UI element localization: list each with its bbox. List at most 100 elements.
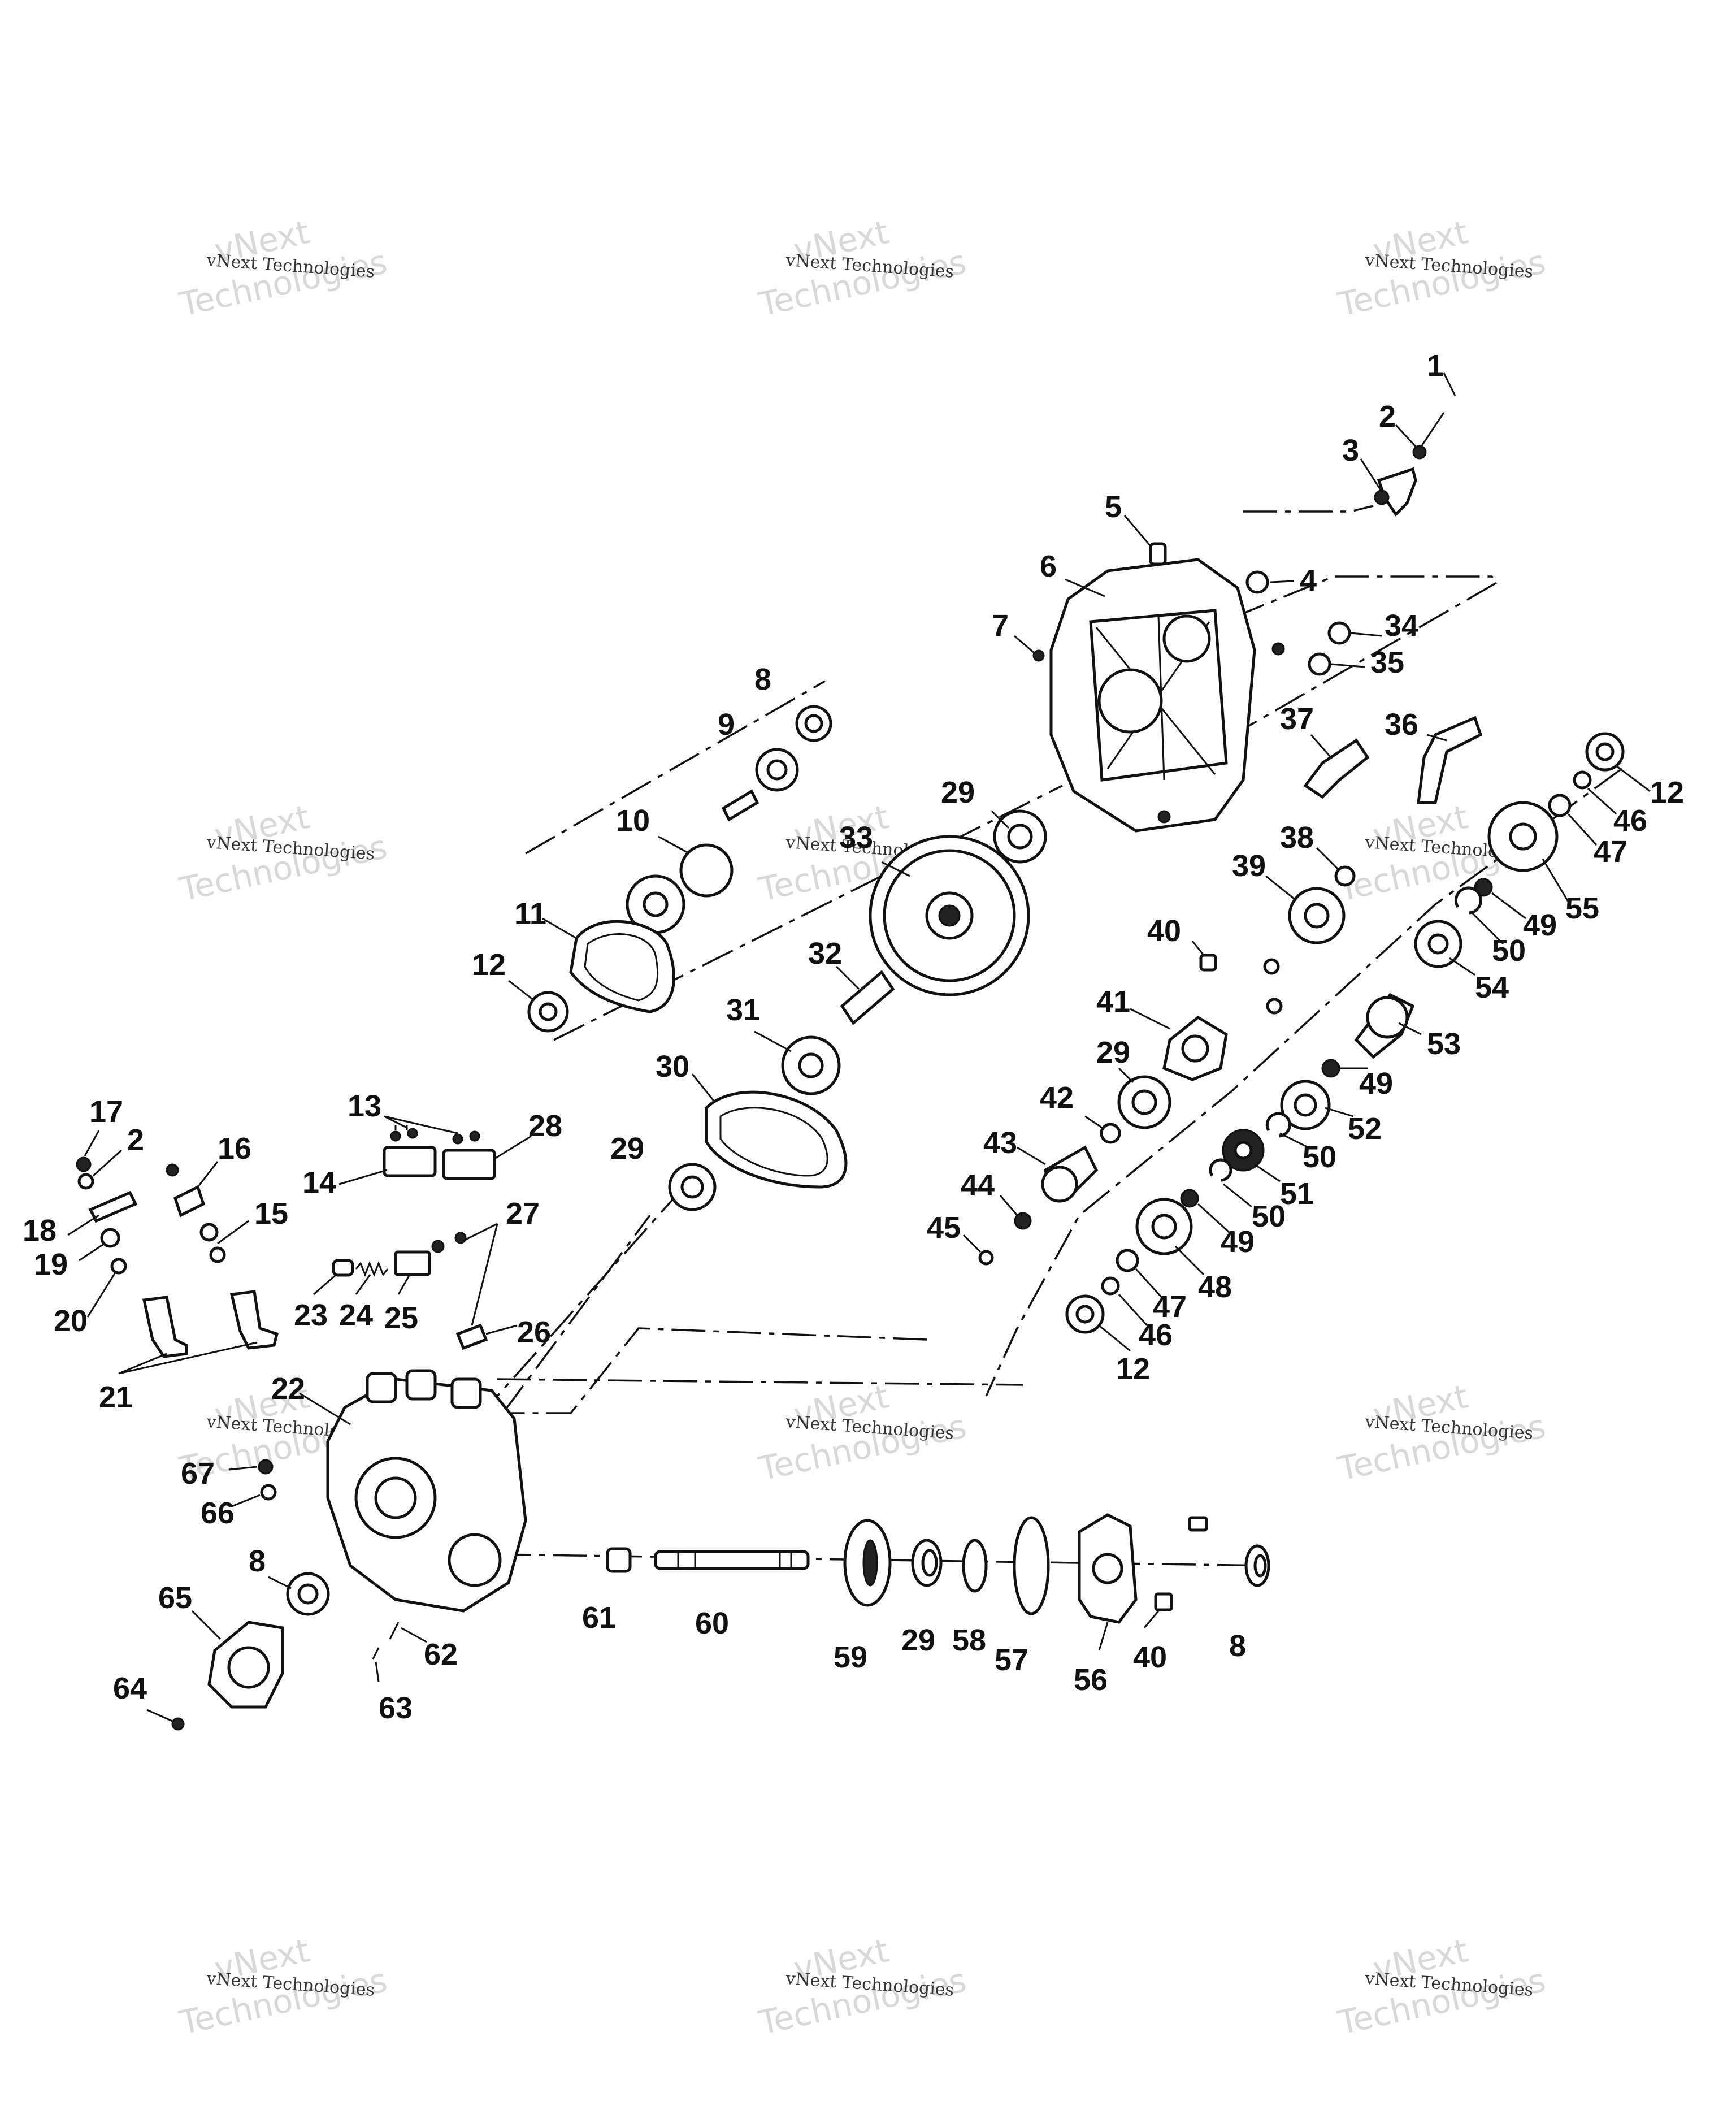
- callout-56: 56: [1074, 1663, 1108, 1697]
- leader-49a: [1491, 892, 1526, 920]
- leader-22: [299, 1392, 351, 1426]
- callout-36: 36: [1385, 708, 1418, 742]
- main-case: [326, 1369, 527, 1613]
- leader-24: [355, 1274, 371, 1295]
- callout-57: 57: [995, 1643, 1028, 1677]
- leader-13a: [384, 1115, 407, 1129]
- leader-47-right: [1567, 813, 1598, 846]
- callout-50-lower: 50: [1252, 1199, 1286, 1233]
- parts: [76, 412, 1625, 1731]
- callout-28: 28: [528, 1109, 562, 1143]
- leader-23: [313, 1273, 337, 1296]
- gear-52: [1280, 1080, 1331, 1130]
- callout-12-lower: 12: [1116, 1352, 1150, 1386]
- callout-6: 6: [1040, 549, 1057, 583]
- leader-33: [881, 861, 910, 877]
- leader-44: [999, 1195, 1018, 1216]
- leader-38: [1316, 847, 1340, 872]
- arm-18: [88, 1190, 138, 1223]
- assembly-axes: [496, 505, 1623, 1567]
- leader-2b: [92, 1149, 123, 1177]
- callout-40-lower: 40: [1133, 1640, 1167, 1674]
- shift-fork-36: [1417, 716, 1483, 804]
- callout-2: 2: [1379, 400, 1396, 434]
- nut-41a: [1263, 958, 1280, 975]
- leader-19: [79, 1242, 105, 1262]
- disc-59: [843, 1519, 892, 1607]
- callout-47-lower: 47: [1153, 1290, 1187, 1324]
- callout-60: 60: [695, 1606, 729, 1640]
- spring-24: [355, 1260, 389, 1277]
- callout-64: 64: [113, 1671, 147, 1705]
- leader-5: [1123, 515, 1151, 546]
- callout-29-cover: 29: [941, 775, 975, 809]
- leader-42: [1084, 1115, 1103, 1129]
- leader-29c: [1118, 1067, 1134, 1084]
- bolt-7: [1032, 649, 1045, 662]
- seal-8-right-inner: [1253, 1554, 1267, 1578]
- callout-12-right: 12: [1650, 775, 1684, 809]
- washer-42: [1100, 1123, 1121, 1144]
- callout-47-right: 47: [1594, 835, 1628, 869]
- leader-12-right: [1616, 765, 1651, 792]
- callout-26: 26: [517, 1315, 551, 1349]
- callout-29-lower: 29: [610, 1132, 644, 1166]
- callout-19: 19: [34, 1247, 68, 1281]
- washer-46-right: [1573, 770, 1592, 790]
- callout-5: 5: [1105, 490, 1122, 524]
- axis-upper-shaft: [553, 785, 1063, 1041]
- leader-31: [754, 1030, 792, 1052]
- leader-47-lower: [1135, 1268, 1165, 1301]
- output-shaft-60: [654, 1550, 810, 1570]
- axis-cover-top: [1243, 505, 1374, 513]
- callout-48: 48: [1198, 1270, 1232, 1304]
- leader-6: [1065, 578, 1105, 597]
- nut-41b: [1266, 998, 1283, 1015]
- leader-2: [1395, 424, 1417, 448]
- leader-63: [375, 1661, 380, 1682]
- case-cover: [1049, 558, 1256, 833]
- bolt-40-upper: [1199, 954, 1217, 972]
- callout-38: 38: [1280, 821, 1314, 855]
- shift-shaft-21a: [142, 1296, 188, 1358]
- nut-17: [76, 1156, 92, 1172]
- callout-16: 16: [218, 1132, 251, 1166]
- callout-37: 37: [1280, 702, 1314, 736]
- large-gear-33: [869, 835, 1030, 996]
- leader-16: [197, 1161, 219, 1188]
- leader-67: [228, 1466, 258, 1471]
- leader-12-lower: [1099, 1324, 1131, 1352]
- leader-lines: [67, 372, 1651, 1722]
- axis-case-link: [1181, 575, 1499, 730]
- callout-54: 54: [1475, 970, 1509, 1004]
- callout-61: 61: [582, 1601, 616, 1635]
- callout-50-mid: 50: [1303, 1140, 1336, 1174]
- ring-38: [1334, 865, 1356, 887]
- callout-50-upper: 50: [1492, 934, 1526, 968]
- callout-33: 33: [839, 821, 873, 855]
- callout-49-upper: 49: [1523, 908, 1557, 942]
- leader-46-lower: [1118, 1293, 1148, 1327]
- leader-45: [962, 1234, 982, 1253]
- leader-55: [1542, 859, 1569, 902]
- cover-65-hole: [227, 1646, 270, 1689]
- callout-14: 14: [302, 1166, 336, 1199]
- leader-27b: [471, 1223, 498, 1326]
- leader-65: [191, 1610, 222, 1640]
- nut-4: [1245, 570, 1269, 594]
- washer-49-lower: [1180, 1189, 1199, 1208]
- gear-43: [1041, 1145, 1099, 1203]
- callout-9: 9: [718, 708, 735, 742]
- callout-7: 7: [992, 609, 1009, 643]
- gear-51: [1222, 1129, 1265, 1172]
- leader-54: [1449, 957, 1475, 976]
- callout-42: 42: [1040, 1081, 1074, 1115]
- washer-19: [100, 1228, 120, 1248]
- callout-46-right: 46: [1613, 804, 1647, 838]
- leader-32: [835, 965, 860, 990]
- callout-34: 34: [1385, 609, 1418, 643]
- washer-47-lower: [1116, 1249, 1139, 1272]
- leader-50b: [1279, 1132, 1309, 1149]
- callout-13: 13: [348, 1089, 381, 1123]
